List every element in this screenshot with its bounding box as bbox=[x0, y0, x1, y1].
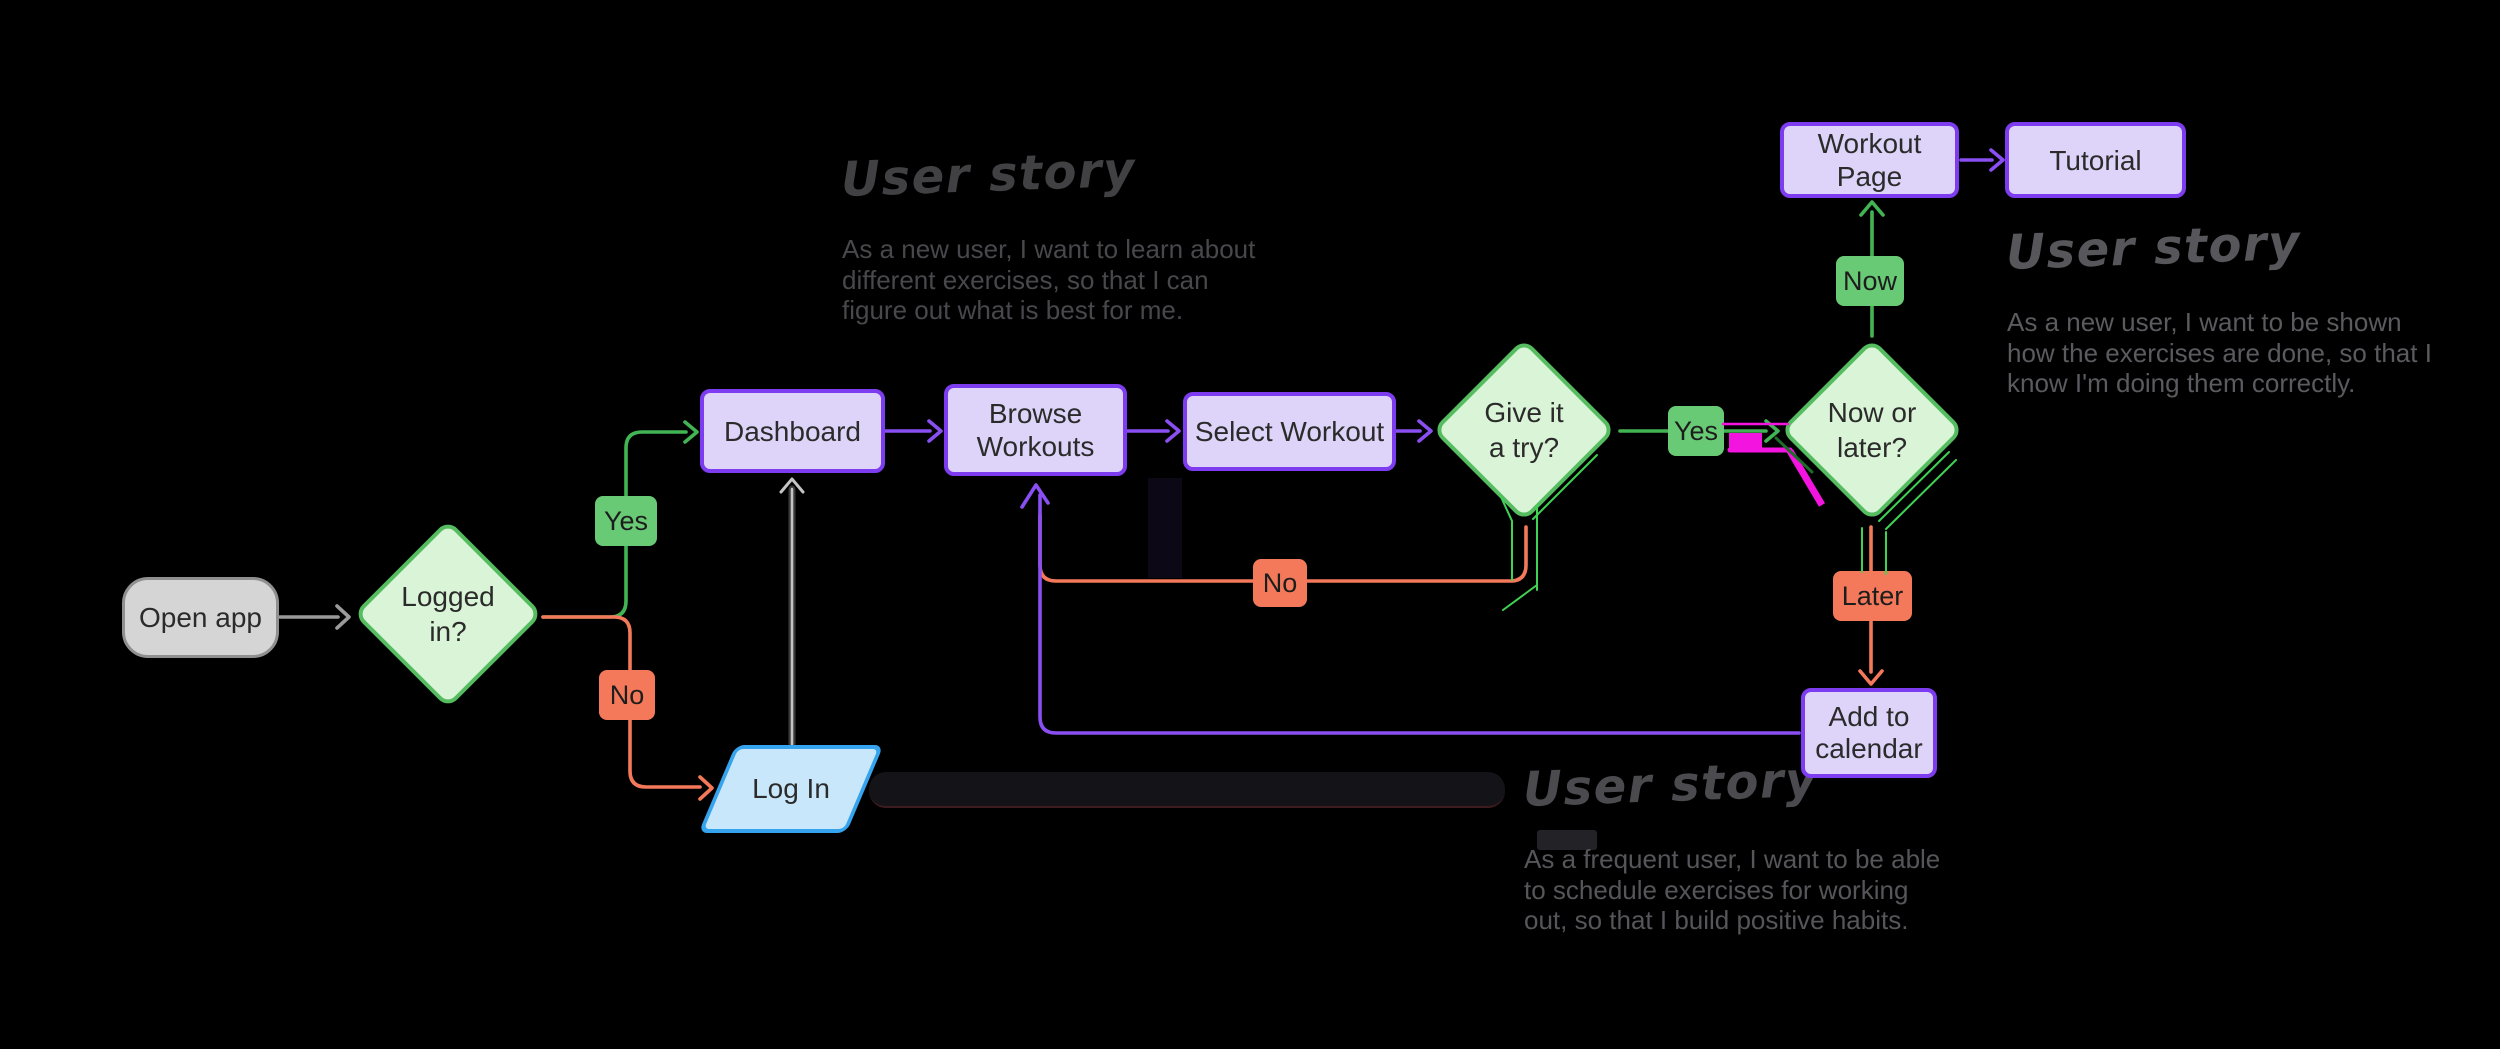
dark-bar-artifact bbox=[869, 772, 1505, 808]
node-label-line: Now or bbox=[1827, 397, 1917, 428]
label-text: No bbox=[1262, 567, 1298, 598]
user-story-line: As a new user, I want to learn about bbox=[842, 234, 1256, 264]
node-label-line: later? bbox=[1836, 432, 1908, 463]
label-text: Yes bbox=[603, 505, 649, 536]
arrowhead-right bbox=[927, 419, 943, 443]
user-story-line: figure out what is best for me. bbox=[842, 295, 1184, 325]
arrowhead-up-slanted bbox=[1020, 483, 1050, 509]
edge-label-later[interactable]: Later bbox=[1833, 571, 1912, 621]
green-pen-scribble-now-later bbox=[1861, 451, 1957, 575]
edge-label-yes-login[interactable]: Yes bbox=[595, 496, 657, 546]
arrowhead-up bbox=[779, 477, 805, 494]
node-now-or-later[interactable]: Now or later? bbox=[1779, 337, 1965, 523]
arrowhead-right bbox=[1989, 148, 2005, 172]
user-story-line: As a new user, I want to be shown bbox=[2007, 307, 2402, 337]
user-story-line: to schedule exercises for working bbox=[1524, 874, 1909, 905]
node-label: Open app bbox=[139, 601, 262, 633]
node-tutorial[interactable]: Tutorial bbox=[2005, 122, 2186, 198]
connector-workout-page-to-tutorial[interactable] bbox=[1959, 148, 2005, 172]
connector-dashboard-to-browse[interactable] bbox=[883, 419, 943, 443]
node-label: Workout Page bbox=[1817, 128, 1922, 192]
node-label: Log In bbox=[752, 773, 830, 804]
edge-label-yes-try[interactable]: Yes bbox=[1668, 406, 1724, 456]
node-logged-in[interactable]: Logged in? bbox=[353, 518, 543, 710]
connector-open-app-to-logged-in[interactable] bbox=[278, 604, 351, 630]
user-story-line: out, so that I build positive habits. bbox=[1524, 905, 1909, 935]
node-label: Select Workout bbox=[1194, 416, 1385, 447]
edge-label-no-try[interactable]: No bbox=[1253, 559, 1307, 607]
node-browse-workouts[interactable]: Browse Workouts bbox=[944, 384, 1127, 476]
edge-label-no-login[interactable]: No bbox=[599, 670, 655, 720]
dark-column-artifact bbox=[1148, 478, 1182, 578]
arrowhead-up bbox=[1859, 200, 1885, 217]
arrowhead-right bbox=[1165, 419, 1181, 443]
node-label-line: Browse bbox=[988, 398, 1083, 429]
dark-chip-artifact bbox=[1537, 830, 1597, 850]
node-label: Tutorial bbox=[2049, 144, 2142, 176]
label-text: No bbox=[609, 679, 645, 710]
user-story-top[interactable]: User story As a new user, I want to lear… bbox=[840, 142, 1262, 326]
arrowhead-right bbox=[335, 604, 351, 630]
label-text: Yes bbox=[1673, 415, 1719, 446]
label-text: Now bbox=[1842, 265, 1897, 296]
user-story-bottom[interactable]: User story As a frequent user, I want to… bbox=[1522, 752, 1964, 936]
node-label-line: in? bbox=[429, 616, 467, 647]
node-label-line: calendar bbox=[1815, 733, 1923, 764]
arrowhead-right bbox=[1417, 419, 1433, 443]
arrowhead-right bbox=[683, 420, 699, 444]
node-label-line: a try? bbox=[1488, 432, 1560, 463]
user-story-line: know I'm doing them correctly. bbox=[2007, 368, 2356, 398]
user-story-right[interactable]: User story As a new user, I want to be s… bbox=[2005, 215, 2447, 399]
arrowhead-down bbox=[1858, 669, 1884, 686]
node-label-line: Logged bbox=[401, 581, 495, 612]
node-log-in[interactable]: Log In bbox=[698, 745, 884, 833]
node-label-line: Add to bbox=[1828, 701, 1910, 732]
connector-log-in-to-dashboard[interactable] bbox=[779, 477, 805, 748]
node-label-line: Give it bbox=[1484, 397, 1564, 428]
connector-select-to-give-try[interactable] bbox=[1394, 419, 1433, 443]
node-label: Dashboard bbox=[724, 415, 861, 447]
green-pen-scribble-give-try bbox=[1500, 454, 1598, 611]
user-story-line: different exercises, so that I can bbox=[842, 264, 1209, 295]
node-open-app[interactable]: Open app bbox=[122, 577, 279, 658]
node-dashboard[interactable]: Dashboard bbox=[700, 389, 885, 473]
node-add-to-calendar[interactable]: Add to calendar bbox=[1801, 688, 1937, 778]
edge-label-now[interactable]: Now bbox=[1836, 256, 1904, 306]
user-story-line: how the exercises are done, so that I bbox=[2007, 337, 2432, 368]
connector-calendar-return-to-browse[interactable] bbox=[1020, 483, 1801, 735]
label-text: Later bbox=[1841, 580, 1904, 611]
node-select-workout[interactable]: Select Workout bbox=[1183, 392, 1396, 471]
user-story-line: As a frequent user, I want to be able bbox=[1524, 844, 1941, 874]
magenta-marker-scribble bbox=[1721, 422, 1826, 507]
node-give-it-a-try[interactable]: Give it a try? bbox=[1431, 337, 1617, 523]
connector-browse-to-select[interactable] bbox=[1125, 419, 1181, 443]
node-workout-page[interactable]: Workout Page bbox=[1780, 122, 1959, 198]
dark-green-edge-trace bbox=[1774, 436, 1814, 474]
node-label-line: Workouts bbox=[976, 431, 1095, 462]
arrowhead-right bbox=[698, 775, 714, 801]
